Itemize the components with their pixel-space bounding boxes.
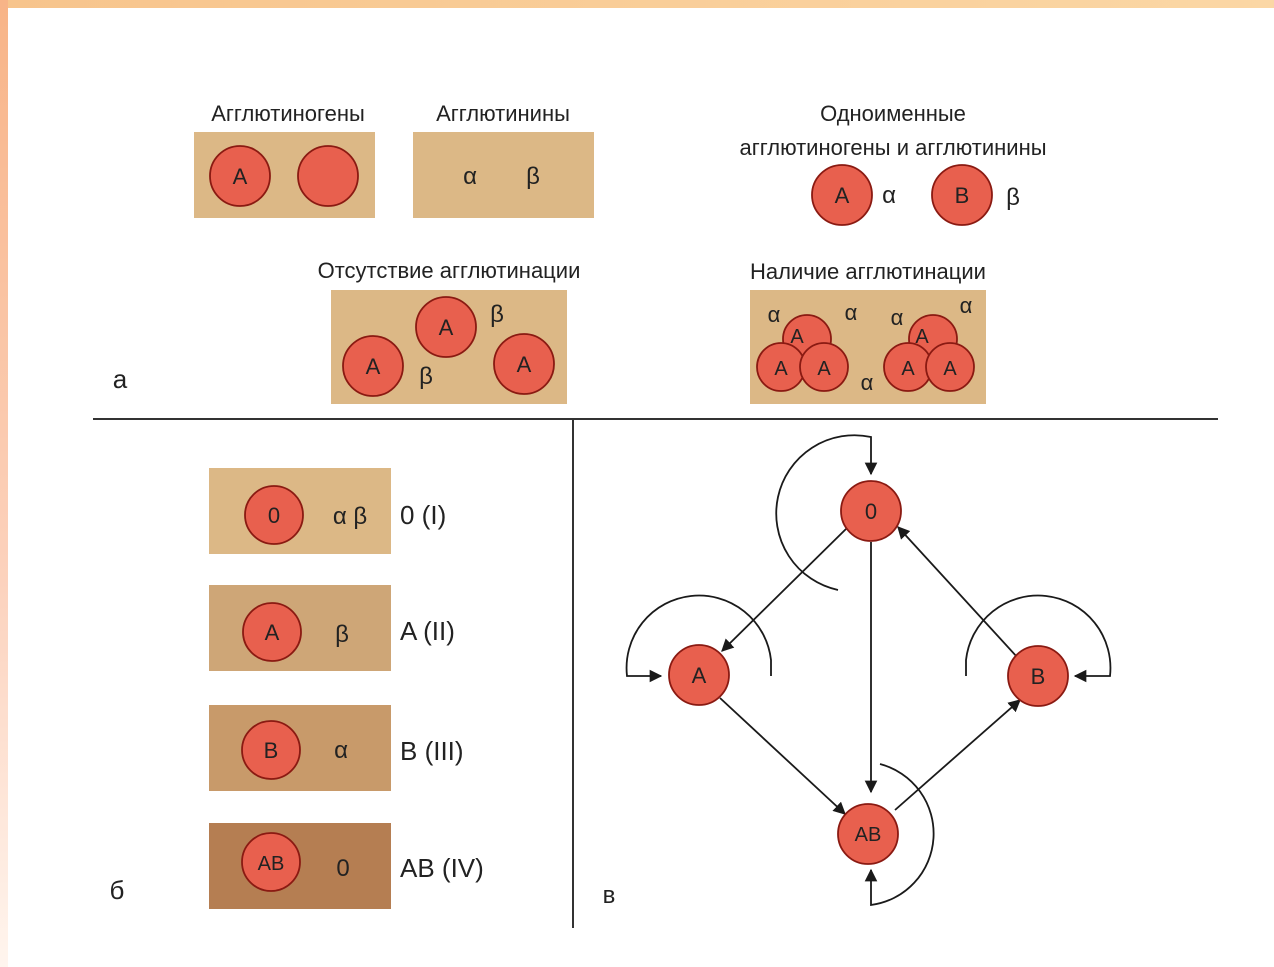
cell-plain [297, 145, 359, 207]
antigen-label: A [774, 358, 788, 380]
node-label: 0 [865, 499, 877, 524]
group-antigen-label: B [264, 738, 279, 763]
alpha-label: α [891, 305, 904, 330]
antigen-label: A [915, 326, 929, 348]
node-b [1007, 645, 1069, 707]
alpha-label: α [882, 182, 896, 209]
group-antigen-label: A [265, 620, 280, 645]
alpha-label: α [768, 302, 781, 327]
antigen-label: A [835, 183, 850, 208]
group-antibodies-label: α [334, 737, 348, 764]
agglutinins-box [413, 132, 594, 218]
cell-a [209, 145, 271, 207]
section-letter-a: а [113, 364, 128, 394]
antigen-label: B [955, 183, 970, 208]
node-label: A [692, 663, 707, 688]
beta-label: β [1006, 184, 1020, 211]
same-name-title-line2: агглютиногены и агглютинины [739, 135, 1046, 160]
antigen-label: A [439, 315, 454, 340]
group-antigen-cell [241, 832, 301, 892]
agglutinogens-title: Агглютиногены [211, 101, 365, 126]
cell-a [925, 342, 975, 392]
group-name-label: A (II) [400, 616, 455, 646]
node-a [668, 644, 730, 706]
cell-a [415, 296, 477, 358]
group-antibodies-label: β [335, 621, 349, 648]
group-antigen-label: 0 [268, 503, 280, 528]
edge-0-to-a [721, 527, 848, 652]
antigen-label: A [517, 352, 532, 377]
antigen-label: A [366, 354, 381, 379]
agglutinins-title: Агглютинины [436, 101, 570, 126]
edge-ab-to-b [894, 699, 1021, 811]
node-0 [840, 480, 902, 542]
antigen-label: A [817, 358, 831, 380]
group-antibodies-label: 0 [336, 855, 349, 882]
node-label: B [1031, 664, 1046, 689]
self-loop-b [965, 594, 1112, 683]
same-name-title-line1: Одноименные [820, 101, 966, 126]
antigen-label: A [943, 358, 957, 380]
beta-label: β [526, 163, 540, 190]
group-antigen-cell [241, 720, 301, 780]
no-agglutination-title: Отсутствие агглютинации [318, 258, 581, 283]
cell-a [342, 335, 404, 397]
top-frame-strip [0, 0, 1274, 8]
edge-a-to-ab [719, 697, 846, 815]
group-name-label: B (III) [400, 736, 464, 766]
cell-a [811, 164, 873, 226]
section-letter-b: б [110, 875, 125, 905]
antigen-label: A [790, 326, 804, 348]
panel-b: 0 α β 0 (I) A β A (II) B α B (III) AB 0 … [110, 468, 484, 909]
section-letter-c: в [603, 882, 616, 909]
panel-c-nodes: 0 A B AB в [603, 480, 1069, 909]
node-ab [837, 803, 899, 865]
antigen-label: A [233, 164, 248, 189]
alpha-label: α [861, 370, 874, 395]
cell-a [493, 333, 555, 395]
panel-a: Агглютиногены Агглютинины Одноименные аг… [113, 101, 1047, 404]
antigen-label: A [901, 358, 915, 380]
self-loop-a [625, 594, 772, 683]
self-loop-ab [864, 763, 935, 907]
group-name-label: AB (IV) [400, 853, 484, 883]
alpha-label: α [845, 300, 858, 325]
group-name-label: 0 (I) [400, 500, 446, 530]
alpha-label: α [960, 293, 973, 318]
group-antigen-cell [244, 485, 304, 545]
panel-c [625, 434, 1112, 907]
group-antigen-label: AB [258, 853, 285, 875]
node-label: AB [855, 824, 882, 846]
beta-label: β [419, 363, 433, 390]
group-antibodies-label: α β [333, 503, 367, 530]
self-loop-0 [775, 434, 878, 591]
alpha-label: α [463, 163, 477, 190]
left-frame-strip [0, 0, 8, 967]
edge-b-to-0 [897, 526, 1019, 659]
group-antigen-cell [242, 602, 302, 662]
agglutination-title: Наличие агглютинации [750, 259, 986, 284]
cell-b [931, 164, 993, 226]
cell-a [799, 342, 849, 392]
beta-label: β [490, 301, 504, 328]
